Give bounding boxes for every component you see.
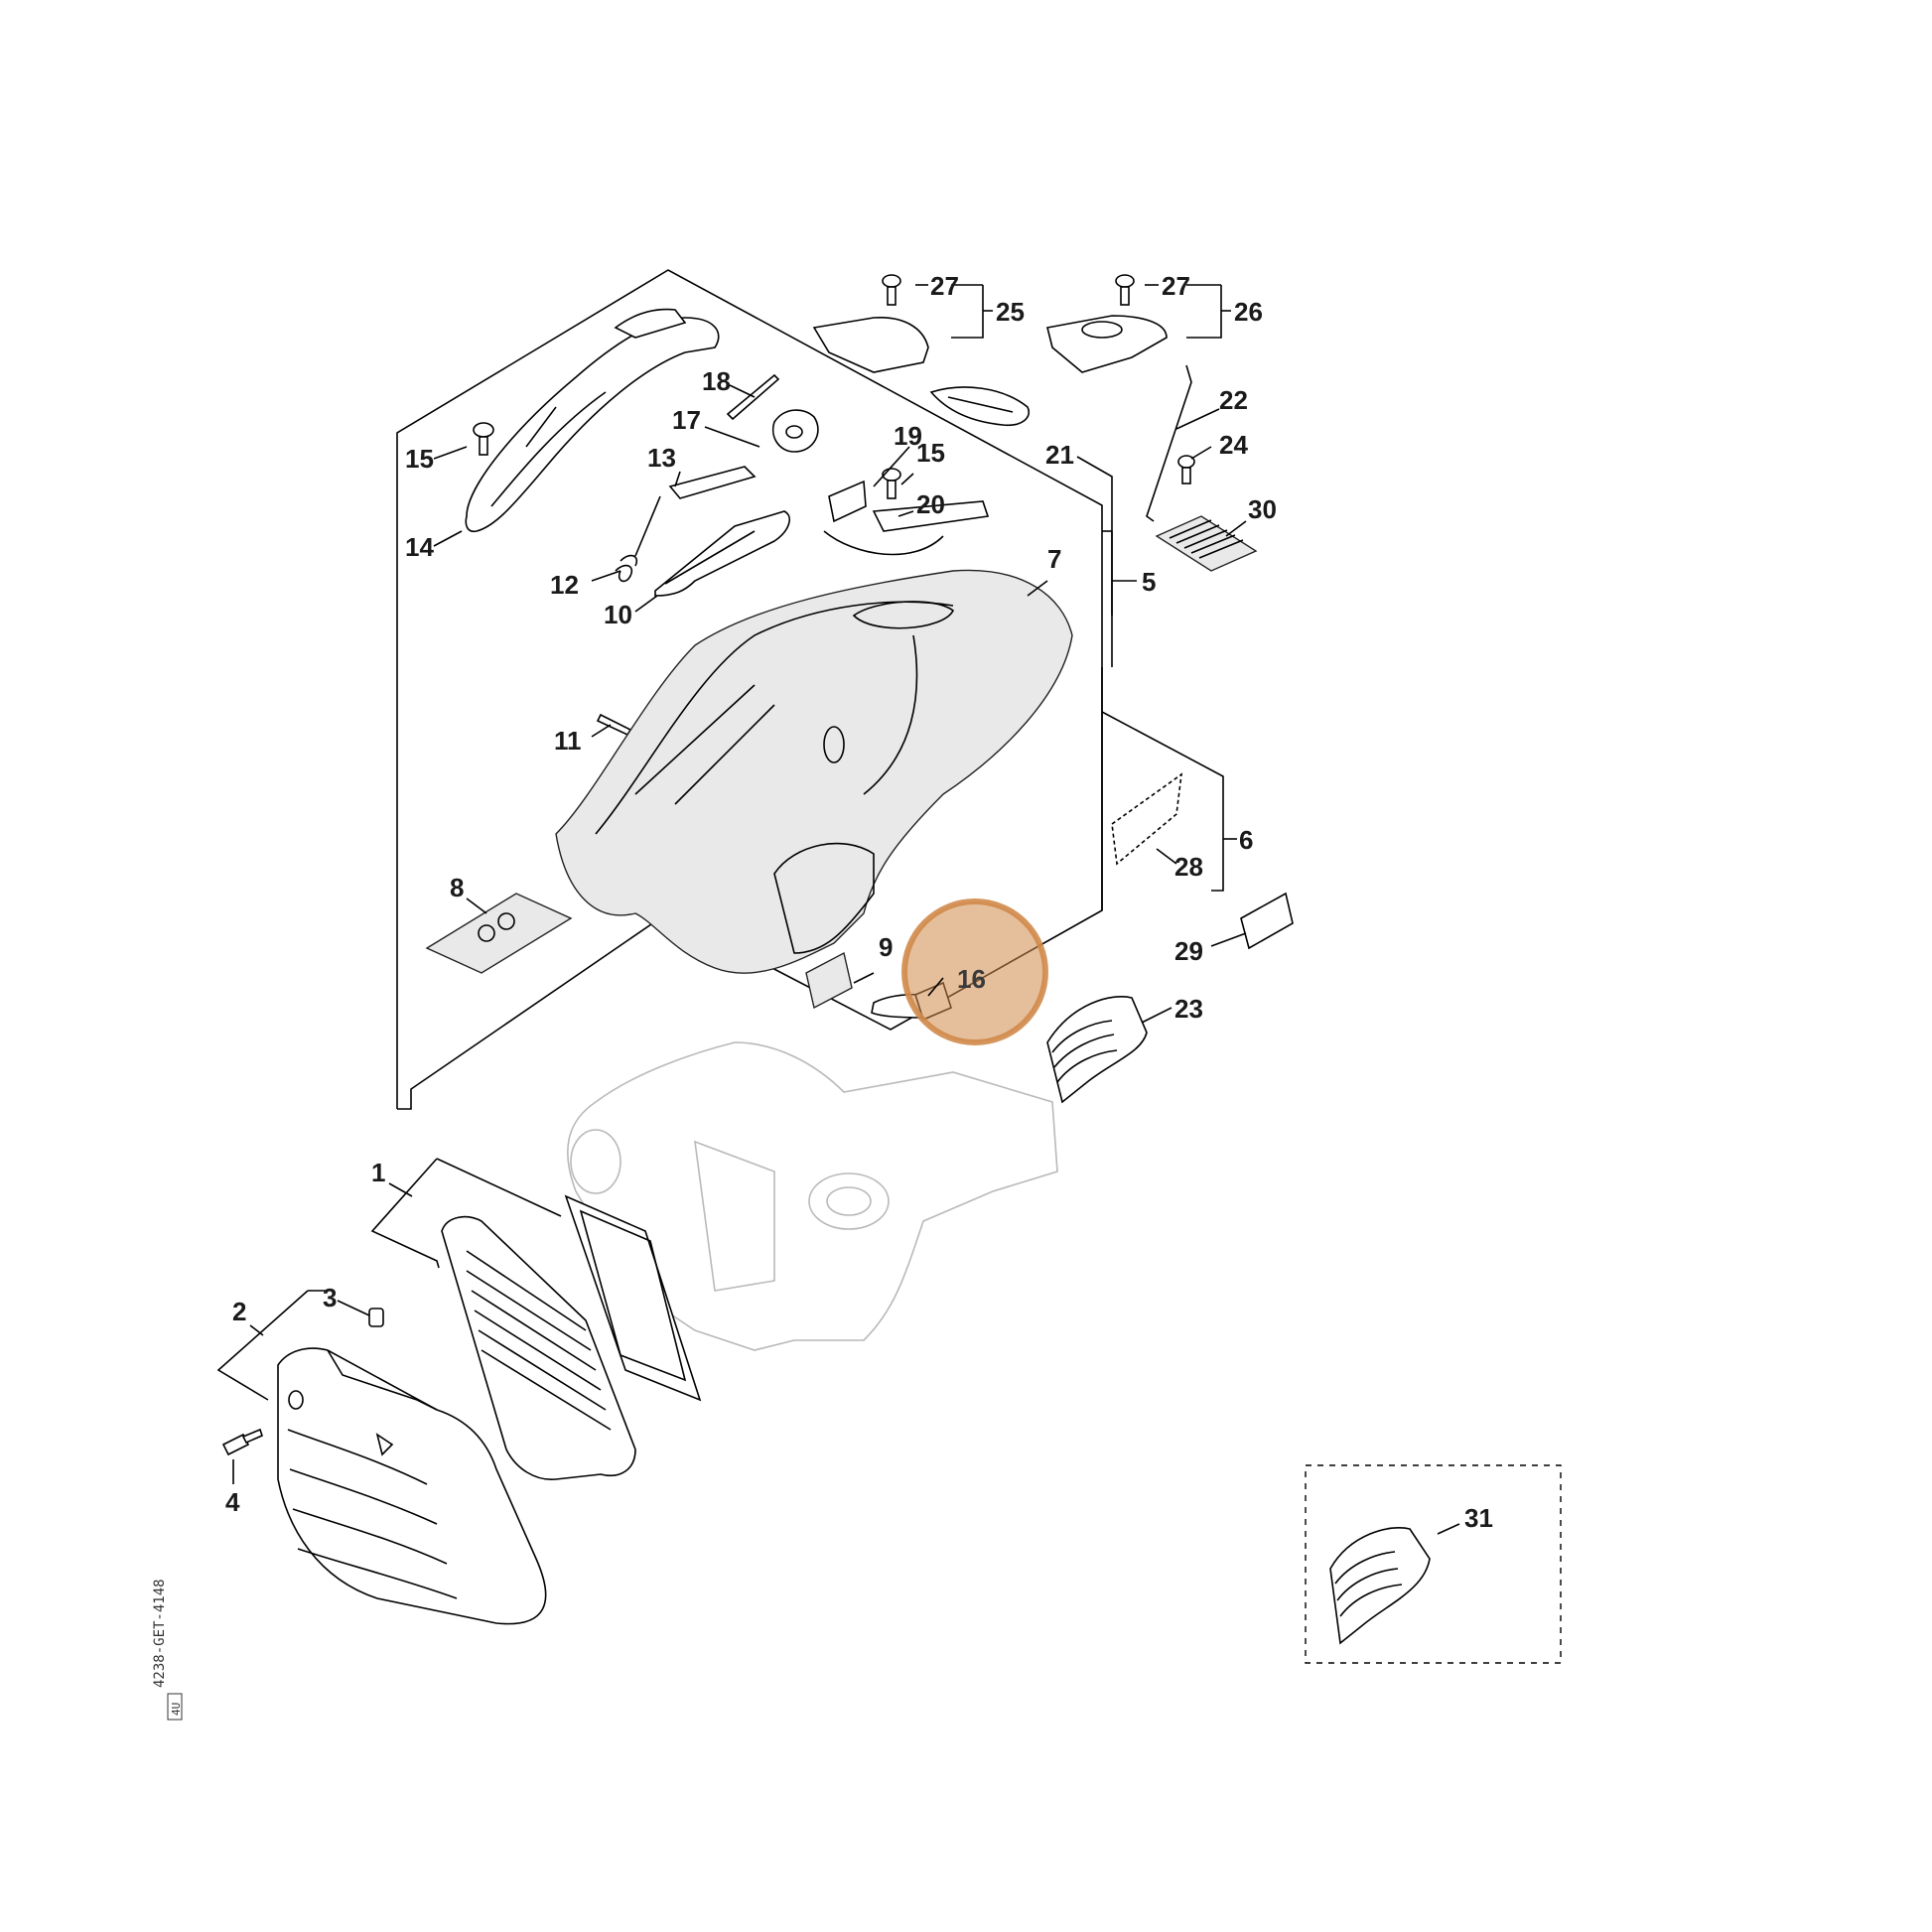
label-part-25: 25 — [996, 297, 1025, 327]
label-part-31: 31 — [1464, 1503, 1493, 1533]
shroud-housing-part — [555, 569, 1073, 974]
label-part-4: 4 — [225, 1487, 240, 1517]
filter-group-frame-2 — [216, 1290, 328, 1401]
label-part-11: 11 — [554, 726, 582, 756]
drawing-code: 4238-GET-4148 4U — [152, 1579, 183, 1721]
label-part-10: 10 — [604, 600, 632, 629]
label-part-7: 7 — [1047, 544, 1061, 574]
label-part-20: 20 — [916, 489, 945, 519]
label-part-18: 18 — [702, 366, 731, 396]
label-part-1: 1 — [371, 1158, 385, 1187]
label-part-5: 5 — [1142, 567, 1156, 597]
rod-part-22 — [1146, 364, 1192, 522]
screw-part — [473, 422, 494, 456]
switch-parts — [823, 468, 990, 556]
label-part-3: 3 — [323, 1283, 337, 1312]
guide-part-23 — [1046, 996, 1148, 1104]
label-part-23: 23 — [1174, 994, 1203, 1024]
decal-part-29 — [1240, 892, 1294, 950]
label-part-26: 26 — [1234, 297, 1263, 327]
part-labels: 1 2 3 4 5 6 7 8 9 10 11 12 13 14 15 15 1… — [225, 271, 1493, 1533]
spring-part — [615, 495, 661, 583]
screw-part-4 — [221, 1428, 263, 1456]
label-part-2: 2 — [232, 1297, 246, 1326]
lever-part — [654, 466, 790, 597]
air-filter-part — [441, 1194, 702, 1480]
handle-part — [465, 308, 720, 533]
label-part-27b: 27 — [1162, 271, 1190, 301]
machine-base-ghost — [567, 1041, 1058, 1351]
label-part-17: 17 — [672, 405, 701, 435]
label-part-16: 16 — [957, 964, 986, 994]
leader-lines — [232, 284, 1460, 1535]
label-part-29: 29 — [1174, 936, 1203, 966]
seal-part-21 — [929, 386, 1030, 427]
label-part-27a: 27 — [930, 271, 959, 301]
label-part-14: 14 — [405, 532, 434, 562]
label-part-28: 28 — [1174, 852, 1203, 882]
highlight-circle — [901, 898, 1048, 1045]
label-part-8: 8 — [450, 873, 464, 902]
label-part-15a: 15 — [405, 444, 434, 474]
label-part-12: 12 — [550, 570, 579, 600]
label-part-19: 19 — [894, 421, 922, 451]
grill-part-30 — [1155, 515, 1258, 572]
label-part-13: 13 — [647, 443, 676, 473]
pin-part — [596, 713, 632, 737]
label-part-21: 21 — [1045, 440, 1074, 470]
label-part-30: 30 — [1248, 494, 1277, 524]
drawing-code-tag: 4U — [170, 1703, 183, 1716]
label-part-24: 24 — [1219, 430, 1248, 460]
filter-cover-part-2 — [277, 1347, 547, 1625]
housing-group-frame — [396, 269, 1237, 1110]
label-part-22: 22 — [1219, 385, 1248, 415]
cover-parts — [812, 274, 1168, 373]
nut-part-3 — [368, 1308, 384, 1327]
label-part-6: 6 — [1239, 825, 1253, 855]
screw-part-24 — [1177, 455, 1195, 484]
filter-screen-part-28 — [1111, 772, 1183, 866]
drawing-code-text: 4238-GET-4148 — [152, 1579, 168, 1688]
decal-part-8 — [425, 893, 573, 974]
label-part-9: 9 — [879, 932, 893, 962]
label-part-15b: 15 — [916, 438, 945, 468]
filter-group-frame-1 — [370, 1158, 562, 1269]
guide-part-31 — [1329, 1527, 1431, 1645]
decal-part-9 — [805, 951, 853, 1010]
